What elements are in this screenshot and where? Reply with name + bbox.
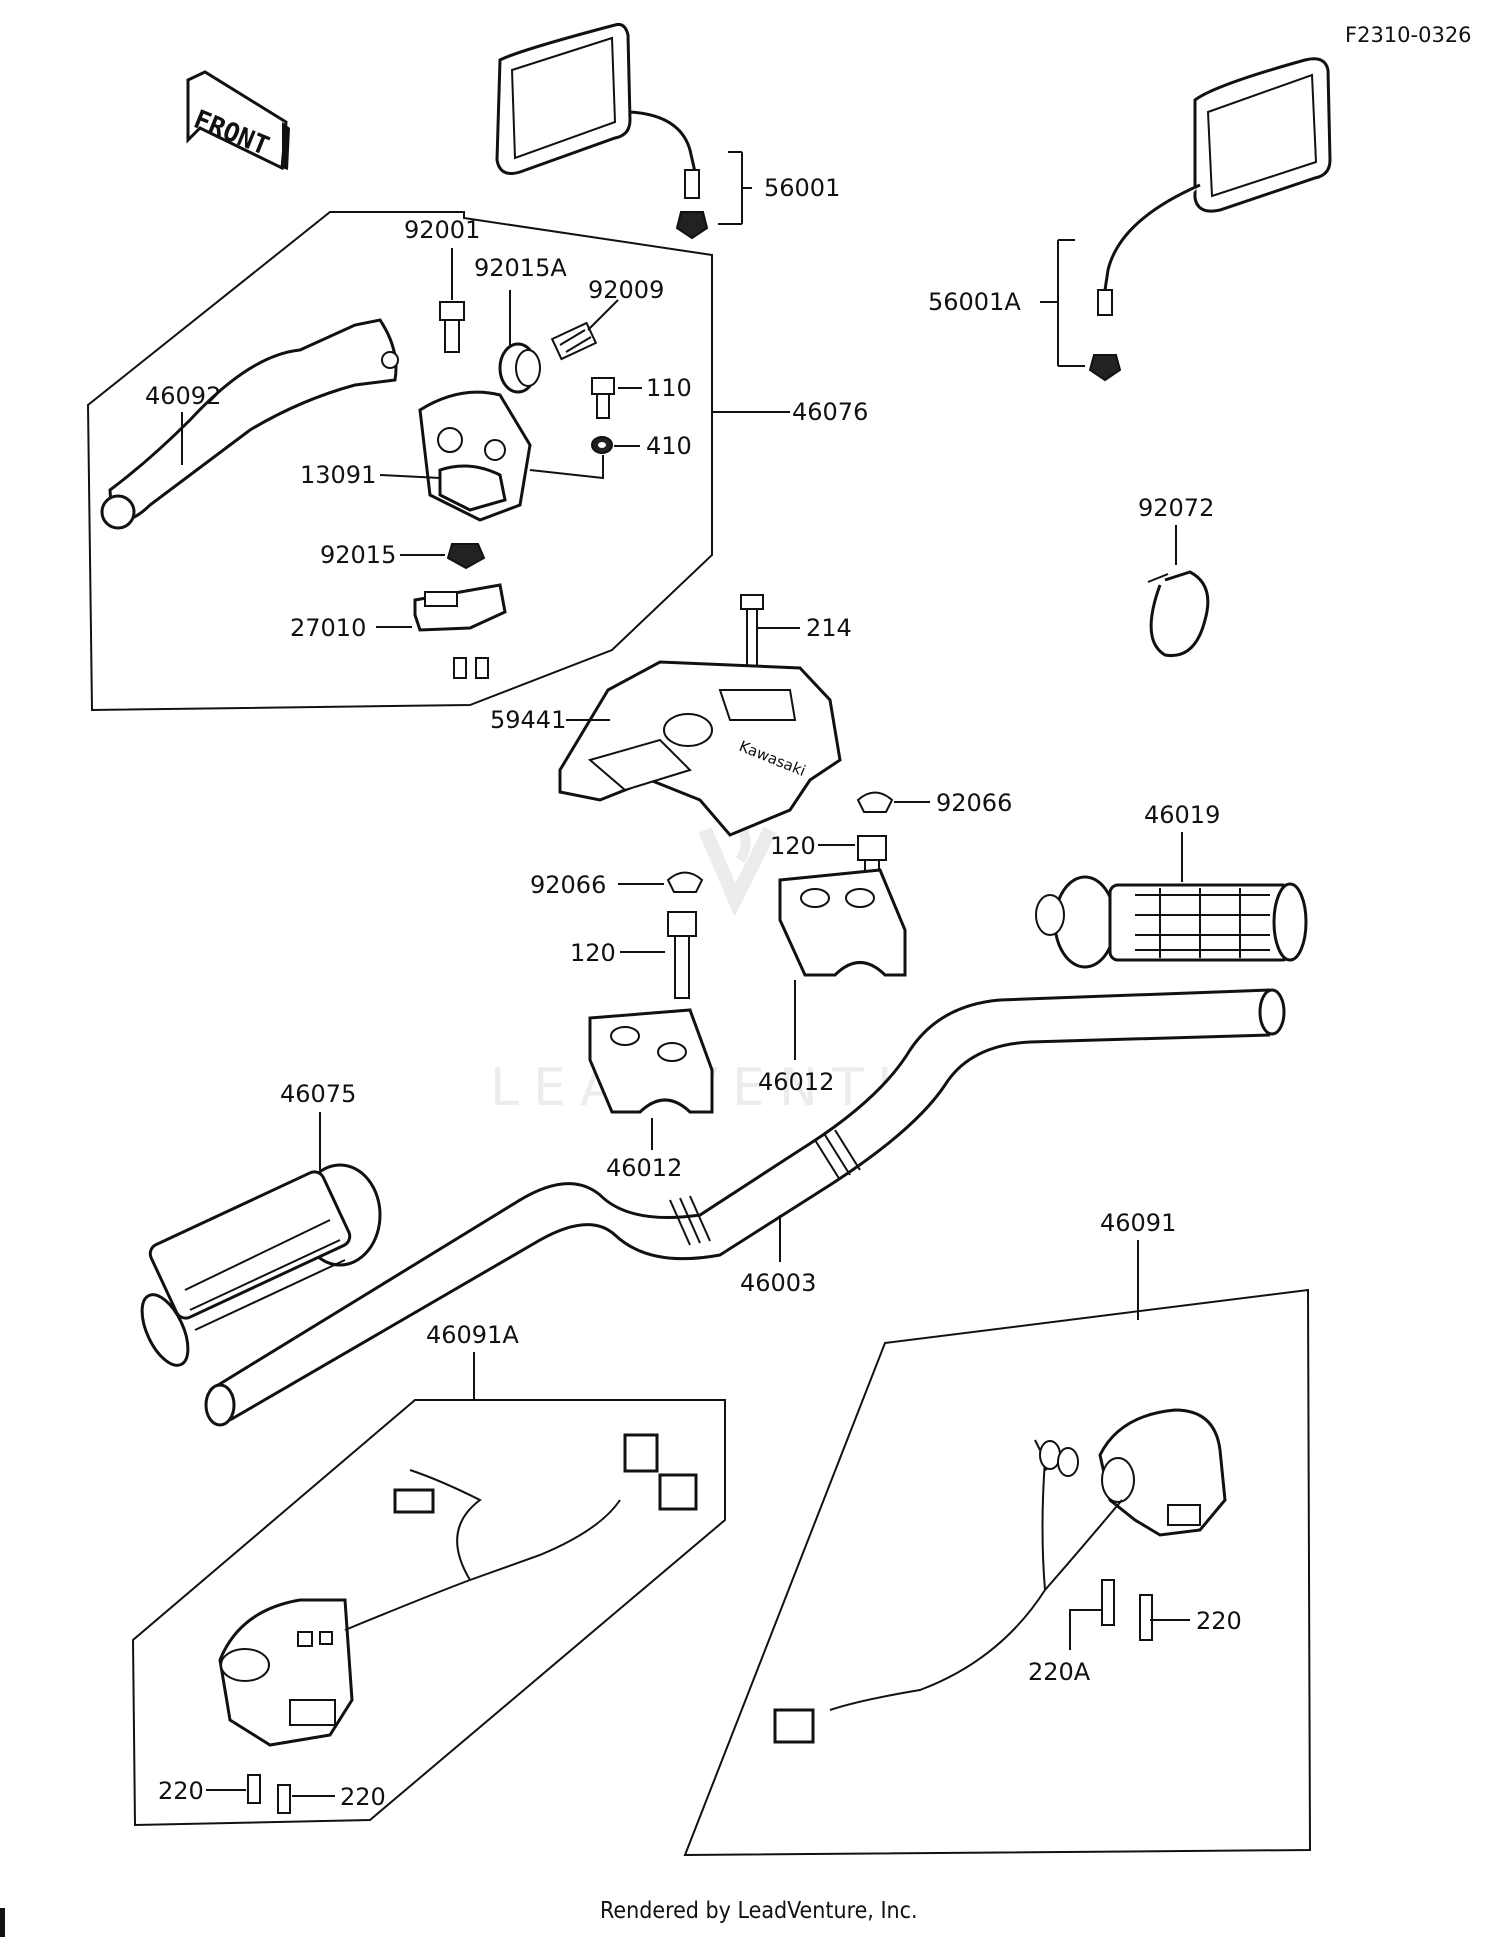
handlebar	[204, 988, 1286, 1427]
callout-92015A: 92015A	[474, 254, 567, 282]
callout-220-left-a: 220	[158, 1777, 204, 1805]
callout-220-right: 220	[1196, 1607, 1242, 1635]
callout-214: 214	[806, 614, 852, 642]
right-switch-housing	[773, 1408, 1227, 1744]
right-switch-outline	[683, 1288, 1312, 1857]
callout-92009: 92009	[588, 276, 664, 304]
upper-holder-left	[588, 1008, 714, 1114]
callout-120-left: 120	[570, 939, 616, 967]
callout-120-right: 120	[770, 832, 816, 860]
callout-46003: 46003	[740, 1269, 816, 1297]
cap-92066-left	[666, 871, 704, 893]
callout-46012-upper: 46012	[758, 1068, 834, 1096]
callout-92001: 92001	[404, 216, 480, 244]
screw-214	[740, 594, 764, 695]
callout-46019: 46019	[1144, 801, 1220, 829]
cap-92066-right	[856, 791, 894, 813]
footer-credit: Rendered by LeadVenture, Inc.	[600, 1898, 918, 1924]
mirror-right	[1088, 57, 1332, 382]
callout-92072: 92072	[1138, 494, 1214, 522]
washer-410	[591, 436, 613, 454]
clutch-lever	[100, 318, 399, 530]
clamp-92072	[1147, 570, 1210, 658]
bolt-110	[591, 377, 615, 419]
callout-220A: 220A	[1028, 1658, 1091, 1686]
callout-46075: 46075	[280, 1080, 356, 1108]
callout-59441: 59441	[490, 706, 566, 734]
callout-220-left-b: 220	[340, 1783, 386, 1811]
adjuster-92009	[550, 321, 598, 361]
callout-46076: 46076	[792, 398, 868, 426]
left-switch-outline	[131, 1399, 726, 1827]
lever-holder	[418, 390, 532, 522]
callout-110: 110	[646, 374, 692, 402]
callout-46091A: 46091A	[426, 1321, 519, 1349]
bolt-120-left	[667, 911, 697, 999]
mirror-left	[495, 23, 709, 240]
edge-mark	[0, 1908, 5, 1937]
nut-92015	[446, 543, 486, 570]
callout-56001: 56001	[764, 174, 840, 202]
bolt-92001	[439, 301, 465, 353]
callout-27010: 27010	[290, 614, 366, 642]
grip-left	[140, 1163, 382, 1367]
callout-46092: 46092	[145, 382, 221, 410]
clutch-switch	[413, 583, 507, 679]
upper-holder-right	[778, 868, 907, 977]
callout-92015: 92015	[320, 541, 396, 569]
callout-46091: 46091	[1100, 1209, 1176, 1237]
clutch-assembly-outline	[86, 211, 713, 712]
callout-46012-lower: 46012	[606, 1154, 682, 1182]
handlebar-cover: Kawasaki	[558, 660, 842, 837]
adjuster-92015A	[498, 342, 541, 394]
callout-92066-right: 92066	[936, 789, 1012, 817]
drawing-code: F2310-0326	[1345, 23, 1472, 47]
callout-13091: 13091	[300, 461, 376, 489]
grip-right	[1035, 875, 1308, 969]
callout-56001A: 56001A	[928, 288, 1021, 316]
callout-410: 410	[646, 432, 692, 460]
front-arrow: FRONT	[186, 70, 290, 171]
left-switch-housing	[218, 1433, 698, 1814]
callout-92066-left: 92066	[530, 871, 606, 899]
